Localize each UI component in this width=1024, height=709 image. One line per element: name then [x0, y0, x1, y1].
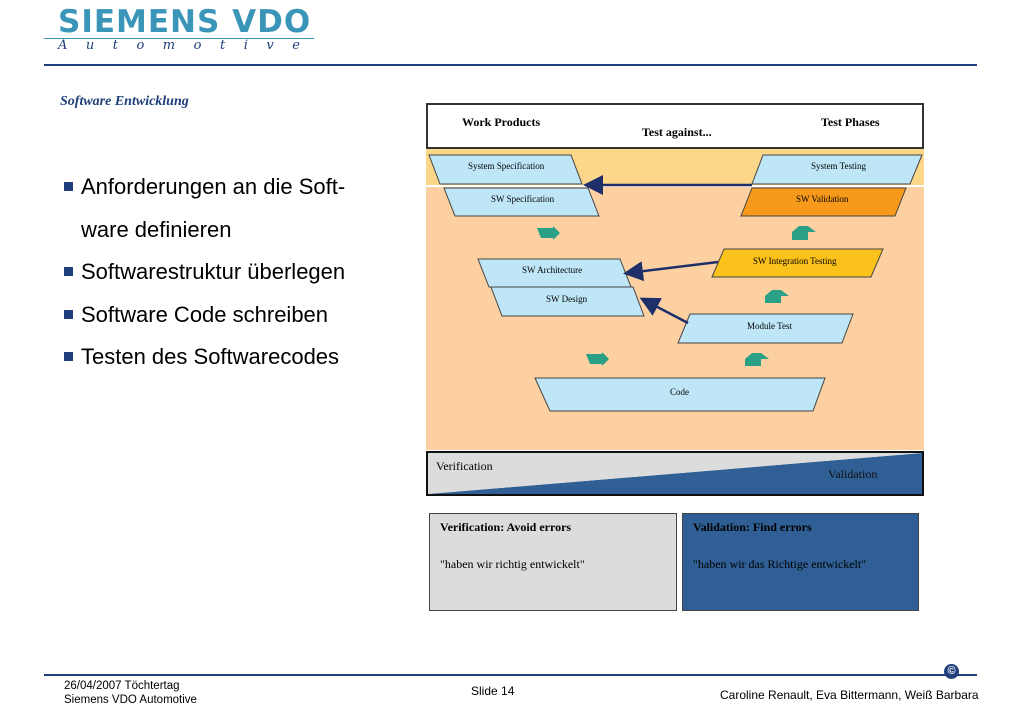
logo-subtitle: Automotive	[58, 38, 319, 53]
header-rule	[44, 64, 977, 66]
section-title: Software Entwicklung	[60, 94, 189, 109]
green-arrow-up-icon	[792, 226, 816, 240]
sw-validation-box	[740, 187, 907, 217]
footer-date-company: 26/04/2007 Töchtertag Siemens VDO Automo…	[64, 679, 197, 707]
verification-wedge	[428, 453, 922, 494]
validation-label: Validation	[828, 467, 878, 481]
system-specification-box	[428, 154, 583, 185]
green-arrow-down-icon	[537, 226, 560, 240]
bullet-list: Anforderungen an die Soft- ware definier…	[64, 166, 384, 379]
sw-design-label: SW Design	[546, 294, 588, 304]
arrow-module-test-to-design	[639, 297, 689, 325]
diagram-header: Work Products Test against... Test Phase…	[426, 103, 924, 149]
footer-date: 26/04/2007 Töchtertag	[64, 680, 180, 692]
arrow-integration-to-architecture	[623, 260, 719, 282]
bullet-item: Software Code schreiben	[64, 294, 384, 337]
code-box	[534, 377, 826, 412]
bullet-square-icon	[64, 182, 73, 191]
system-testing-box	[751, 154, 923, 185]
green-arrow-up-icon	[765, 290, 789, 303]
bullet-item: Anforderungen an die Soft-	[64, 166, 384, 209]
green-arrow-down-icon	[586, 352, 609, 366]
bullet-item-continuation: ware definieren	[81, 216, 232, 242]
sw-architecture-label: SW Architecture	[522, 265, 583, 275]
validation-info-title: Validation: Find errors	[693, 520, 812, 534]
validation-info-box: Validation: Find errors "haben wir das R…	[682, 513, 919, 611]
footer-authors: Caroline Renault, Eva Bittermann, Weiß B…	[720, 688, 979, 702]
bullet-square-icon	[64, 352, 73, 361]
verification-label: Verification	[436, 459, 493, 473]
module-test-label: Module Test	[747, 321, 792, 331]
validation-info-quote: "haben wir das Richtige entwickelt"	[693, 557, 867, 571]
module-test-box	[677, 313, 854, 344]
system-testing-label: System Testing	[811, 161, 866, 171]
test-against-header: Test against...	[642, 125, 712, 139]
sw-design-box	[490, 286, 645, 317]
footer-company: Siemens VDO Automotive	[64, 694, 197, 706]
test-phases-header: Test Phases	[821, 115, 880, 129]
bullet-square-icon	[64, 267, 73, 276]
sw-validation-label: SW Validation	[796, 194, 849, 204]
footer-rule	[44, 674, 977, 676]
copyright-icon: ©	[944, 664, 959, 679]
work-products-header: Work Products	[462, 115, 541, 129]
sw-integration-testing-label: SW Integration Testing	[753, 256, 837, 266]
code-label: Code	[670, 387, 689, 397]
verification-info-title: Verification: Avoid errors	[440, 520, 572, 534]
verification-validation-bar: Verification Validation	[426, 451, 924, 496]
logo-divider	[44, 38, 314, 39]
verification-info-quote: "haben wir richtig entwickelt"	[440, 557, 585, 571]
siemens-vdo-logo: SIEMENS VDO	[58, 4, 312, 40]
sw-integration-testing-box	[711, 248, 884, 278]
sw-specification-label: SW Specification	[491, 194, 555, 204]
bullet-square-icon	[64, 309, 73, 319]
sw-specification-box	[443, 187, 600, 217]
verification-info-box: Verification: Avoid errors "haben wir ri…	[429, 513, 677, 611]
system-specification-label: System Specification	[468, 161, 545, 171]
bullet-item: Testen des Softwarecodes	[64, 336, 384, 379]
slide-number: Slide 14	[471, 684, 515, 698]
bullet-item: Softwarestruktur überlegen	[64, 251, 384, 294]
green-arrow-up-icon	[745, 353, 769, 366]
